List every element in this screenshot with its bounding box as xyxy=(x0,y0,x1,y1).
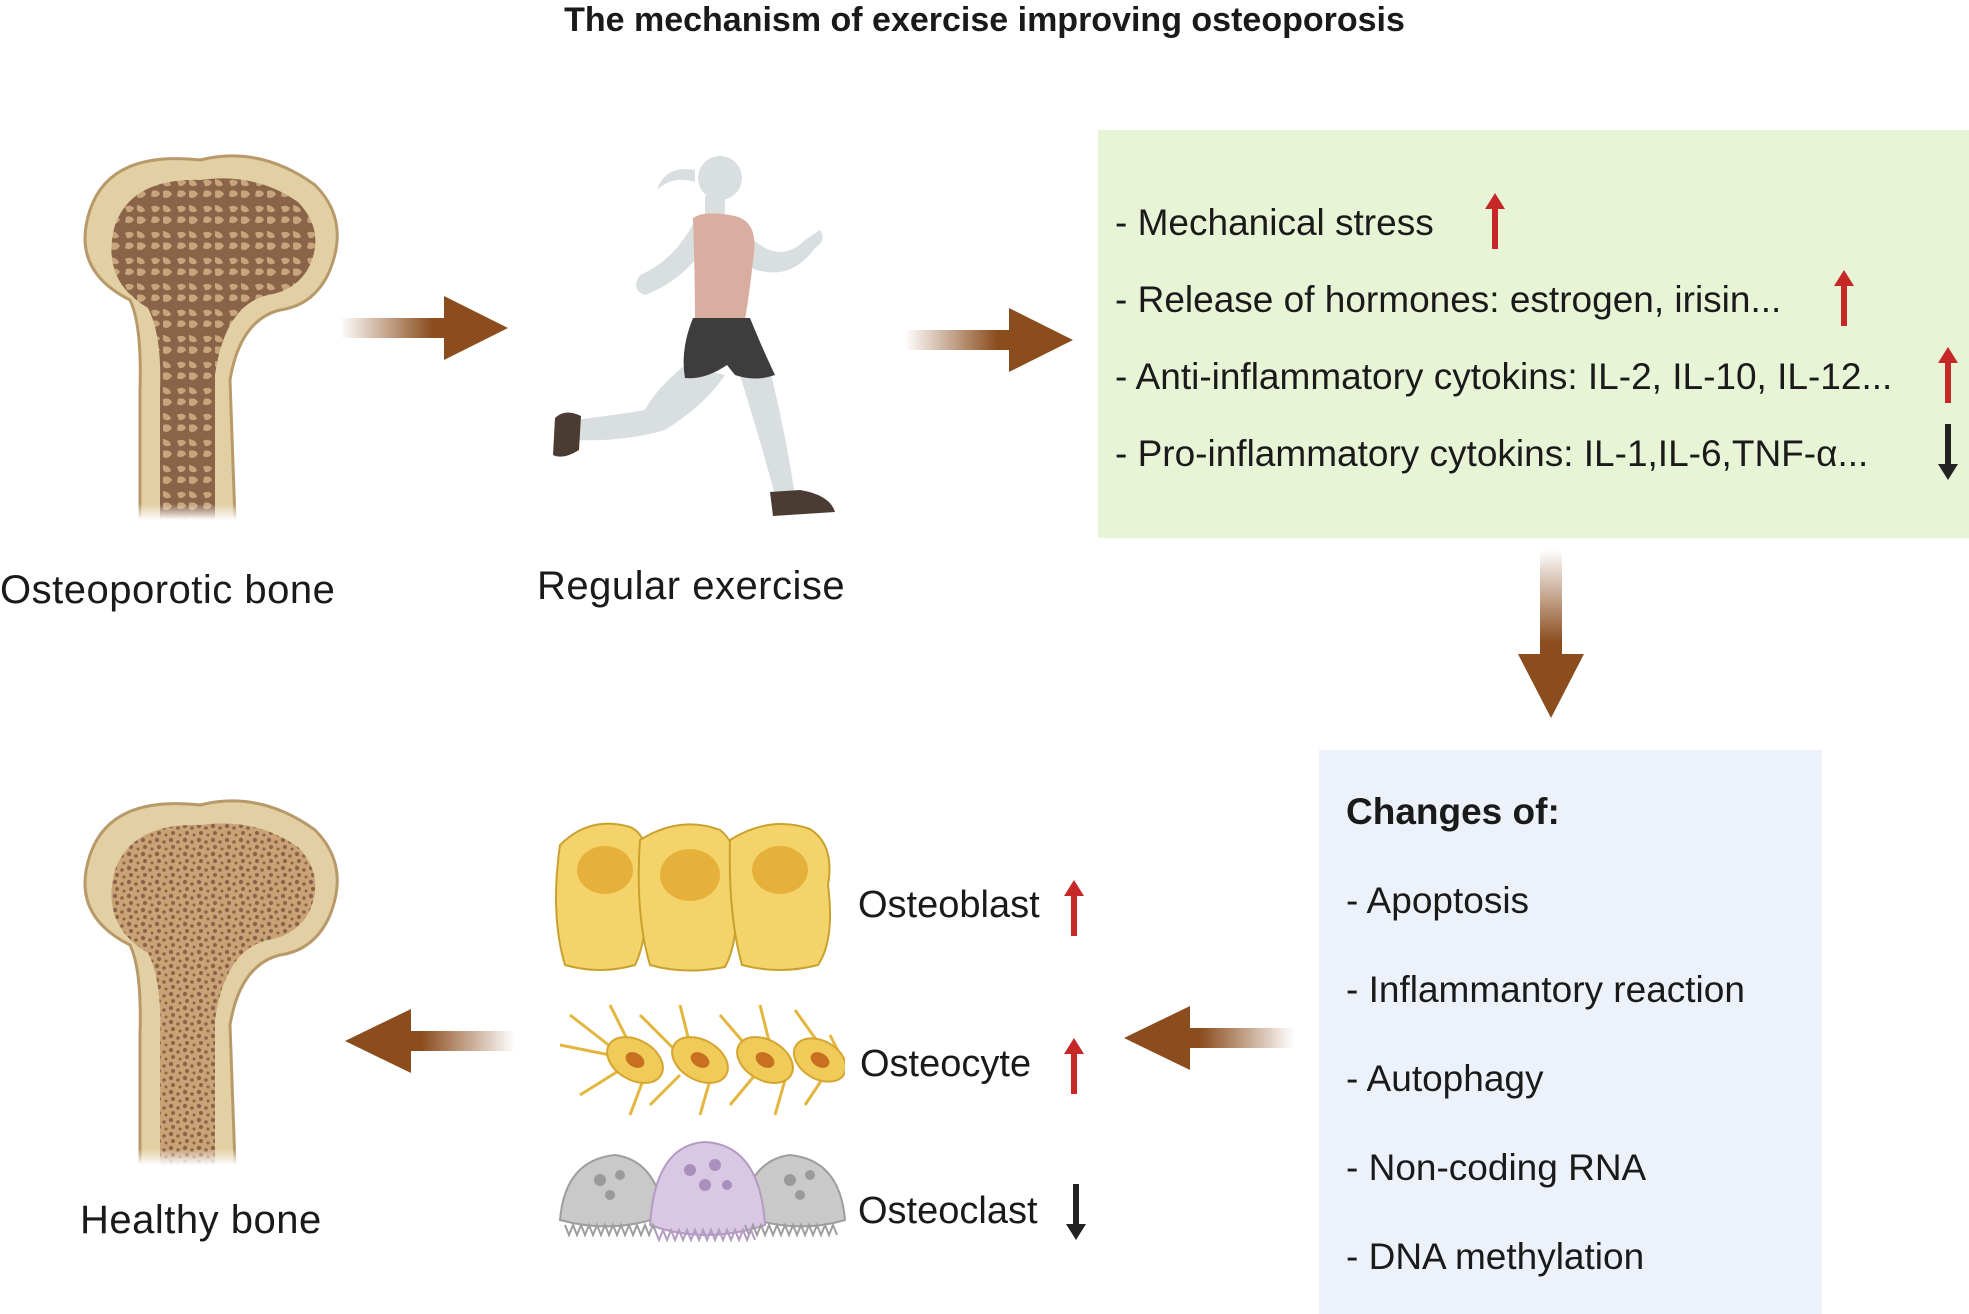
increase-arrow-icon xyxy=(1485,193,1505,249)
increase-arrow-icon xyxy=(1938,347,1958,403)
effect-item: - Mechanical stress xyxy=(1115,202,1434,243)
flow-arrow-down xyxy=(1518,550,1584,718)
effect-item: - Release of hormones: estrogen, irisin.… xyxy=(1115,279,1782,320)
osteoporotic-bone-label: Osteoporotic bone xyxy=(0,568,336,612)
change-item: - Non-coding RNA xyxy=(1346,1147,1647,1188)
flow-arrow-right xyxy=(905,308,1073,372)
decrease-arrow-icon xyxy=(1066,1184,1086,1240)
cell-label: Osteoclast xyxy=(858,1190,1038,1232)
cell-label: Osteocyte xyxy=(860,1043,1032,1085)
healthy-femur-icon xyxy=(83,799,339,1165)
effect-item: - Anti-inflammatory cytokins: IL-2, IL-1… xyxy=(1115,356,1893,397)
changes-heading: Changes of: xyxy=(1346,791,1560,832)
regular-exercise-label: Regular exercise xyxy=(537,564,846,608)
change-item: - DNA methylation xyxy=(1346,1236,1645,1277)
cell-label: Osteoblast xyxy=(858,884,1040,926)
exercise-effects-box xyxy=(1098,130,1969,538)
change-item: - Inflammantory reaction xyxy=(1346,969,1745,1010)
changes-box xyxy=(1319,750,1822,1314)
healthy-bone-label: Healthy bone xyxy=(80,1198,322,1242)
decrease-arrow-icon xyxy=(1938,424,1958,480)
runner-icon xyxy=(553,156,835,516)
flow-arrow-left xyxy=(1124,1006,1294,1070)
increase-arrow-icon xyxy=(1834,270,1854,326)
change-item: - Autophagy xyxy=(1346,1058,1544,1099)
flow-arrow-right xyxy=(340,296,508,360)
increase-arrow-icon xyxy=(1064,1038,1084,1094)
osteoporotic-femur-icon xyxy=(83,154,339,520)
change-item: - Apoptosis xyxy=(1346,880,1530,921)
increase-arrow-icon xyxy=(1064,880,1084,936)
effect-item: - Pro-inflammatory cytokins: IL-1,IL-6,T… xyxy=(1115,433,1869,474)
flow-arrow-left xyxy=(345,1009,515,1073)
diagram-title: The mechanism of exercise improving oste… xyxy=(564,1,1405,39)
osteoclast-icon xyxy=(558,1140,847,1243)
osteocyte-icon xyxy=(559,1004,845,1116)
osteoblast-icon xyxy=(555,822,832,972)
